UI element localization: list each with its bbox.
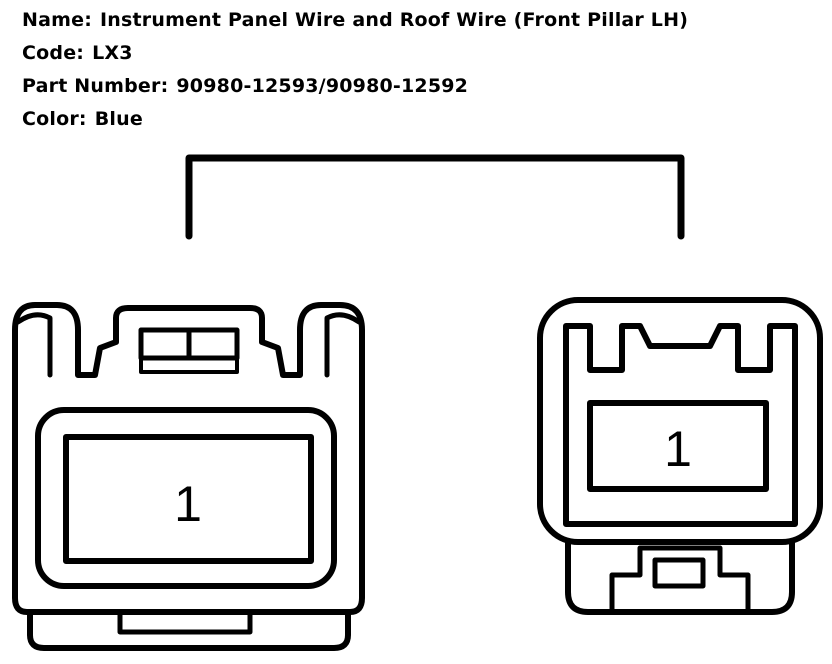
left-connector-ear-right xyxy=(324,312,362,378)
right-connector-pin-cavity xyxy=(587,400,769,492)
left-connector: 1 xyxy=(12,302,365,651)
right-connector-bottom-lock xyxy=(565,539,795,615)
name-label: Name: xyxy=(22,9,93,31)
color-row: Color: Blue xyxy=(22,103,688,136)
part-number-value: 90980-12593/90980-12592 xyxy=(176,75,469,97)
name-value: Instrument Panel Wire and Roof Wire (Fro… xyxy=(100,9,689,31)
color-label: Color: xyxy=(22,108,87,130)
right-connector: 1 xyxy=(537,297,823,615)
part-number-row: Part Number: 90980-12593/90980-12592 xyxy=(22,70,688,103)
code-row: Code: LX3 xyxy=(22,37,688,70)
part-number-label: Part Number: xyxy=(22,75,169,97)
left-connector-body xyxy=(12,302,365,615)
left-connector-pin-1: 1 xyxy=(174,476,202,532)
right-connector-body xyxy=(537,297,823,545)
right-connector-lock-key xyxy=(652,557,706,589)
name-row: Name: Instrument Panel Wire and Roof Wire… xyxy=(22,4,688,37)
color-value: Blue xyxy=(94,108,143,130)
left-connector-pin-cavity xyxy=(63,434,314,564)
right-connector-inner-outline xyxy=(563,323,798,527)
left-connector-bottom-tab xyxy=(27,609,351,651)
left-connector-bottom-key xyxy=(117,609,253,635)
connector-info: Name: Instrument Panel Wire and Roof Wire… xyxy=(22,4,688,136)
right-connector-pin-1: 1 xyxy=(664,421,692,477)
left-connector-latch-base xyxy=(139,356,239,374)
connection-bracket xyxy=(185,154,685,240)
code-label: Code: xyxy=(22,42,85,64)
left-connector-ear-left xyxy=(15,312,53,378)
left-connector-face-outer xyxy=(35,407,337,589)
right-connector-lock-inner xyxy=(609,545,751,615)
code-value: LX3 xyxy=(92,42,133,64)
